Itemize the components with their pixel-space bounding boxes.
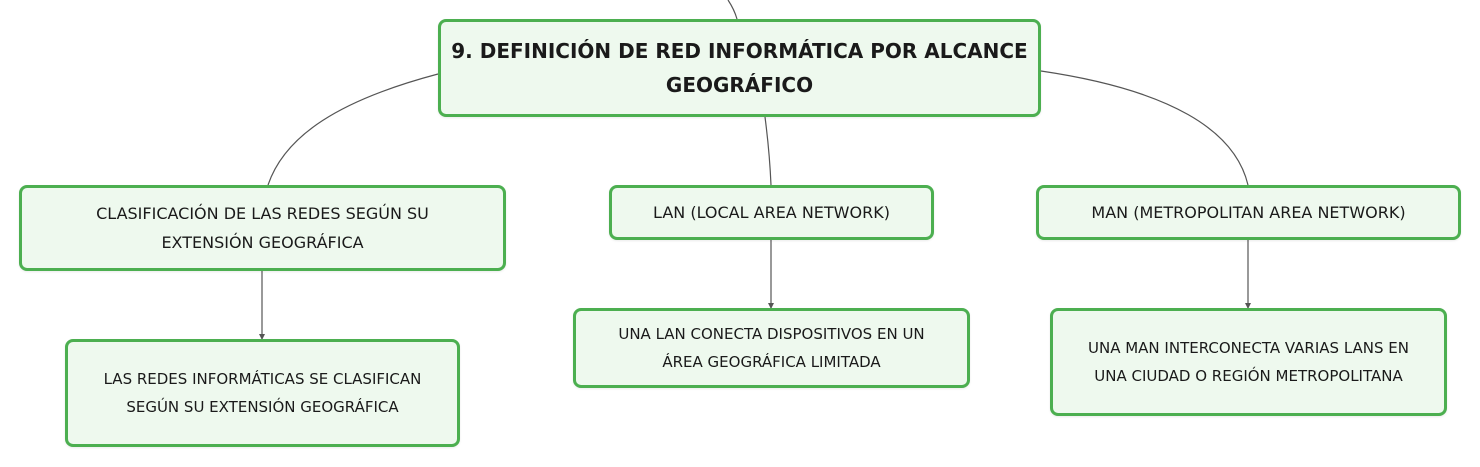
topic-label-line1: MAN (METROPOLITAN AREA NETWORK) [1091, 203, 1406, 222]
subtopic-node-man-detail[interactable]: UNA MAN INTERCONECTA VARIAS LANS EN UNA … [1050, 308, 1447, 416]
topic-node-lan[interactable]: LAN (LOCAL AREA NETWORK) [609, 185, 934, 240]
subtopic-node-clasificacion-detail[interactable]: LAS REDES INFORMÁTICAS SE CLASIFICAN SEG… [65, 339, 460, 447]
root-topic-line2: GEOGRÁFICO [665, 73, 814, 97]
subtopic-label-line1: LAS REDES INFORMÁTICAS SE CLASIFICAN [103, 370, 422, 388]
subtopic-label-line1: UNA LAN CONECTA DISPOSITIVOS EN UN [618, 325, 925, 343]
subtopic-label-line1: UNA MAN INTERCONECTA VARIAS LANS EN [1088, 339, 1409, 357]
connector-root-to-man [1040, 70, 1249, 186]
subtopic-label-line2: ÁREA GEOGRÁFICA LIMITADA [662, 353, 881, 371]
subtopic-label-line2: UNA CIUDAD O REGIÓN METROPOLITANA [1094, 367, 1403, 385]
root-topic-line1: 9. DEFINICIÓN DE RED INFORMÁTICA POR ALC… [451, 39, 1028, 63]
topic-label-line2: EXTENSIÓN GEOGRÁFICA [161, 233, 364, 252]
root-topic-node[interactable]: 9. DEFINICIÓN DE RED INFORMÁTICA POR ALC… [438, 19, 1041, 117]
subtopic-node-lan-detail[interactable]: UNA LAN CONECTA DISPOSITIVOS EN UN ÁREA … [573, 308, 970, 388]
topic-label-line1: LAN (LOCAL AREA NETWORK) [653, 203, 890, 222]
connector-root-to-lan [764, 116, 772, 186]
topic-label-line1: CLASIFICACIÓN DE LAS REDES SEGÚN SU [96, 204, 429, 223]
connector-incoming [727, 0, 738, 20]
topic-node-clasificacion[interactable]: CLASIFICACIÓN DE LAS REDES SEGÚN SU EXTE… [19, 185, 506, 271]
subtopic-label-line2: SEGÚN SU EXTENSIÓN GEOGRÁFICA [126, 398, 399, 416]
topic-node-man[interactable]: MAN (METROPOLITAN AREA NETWORK) [1036, 185, 1461, 240]
connector-root-to-clasif [267, 73, 439, 186]
